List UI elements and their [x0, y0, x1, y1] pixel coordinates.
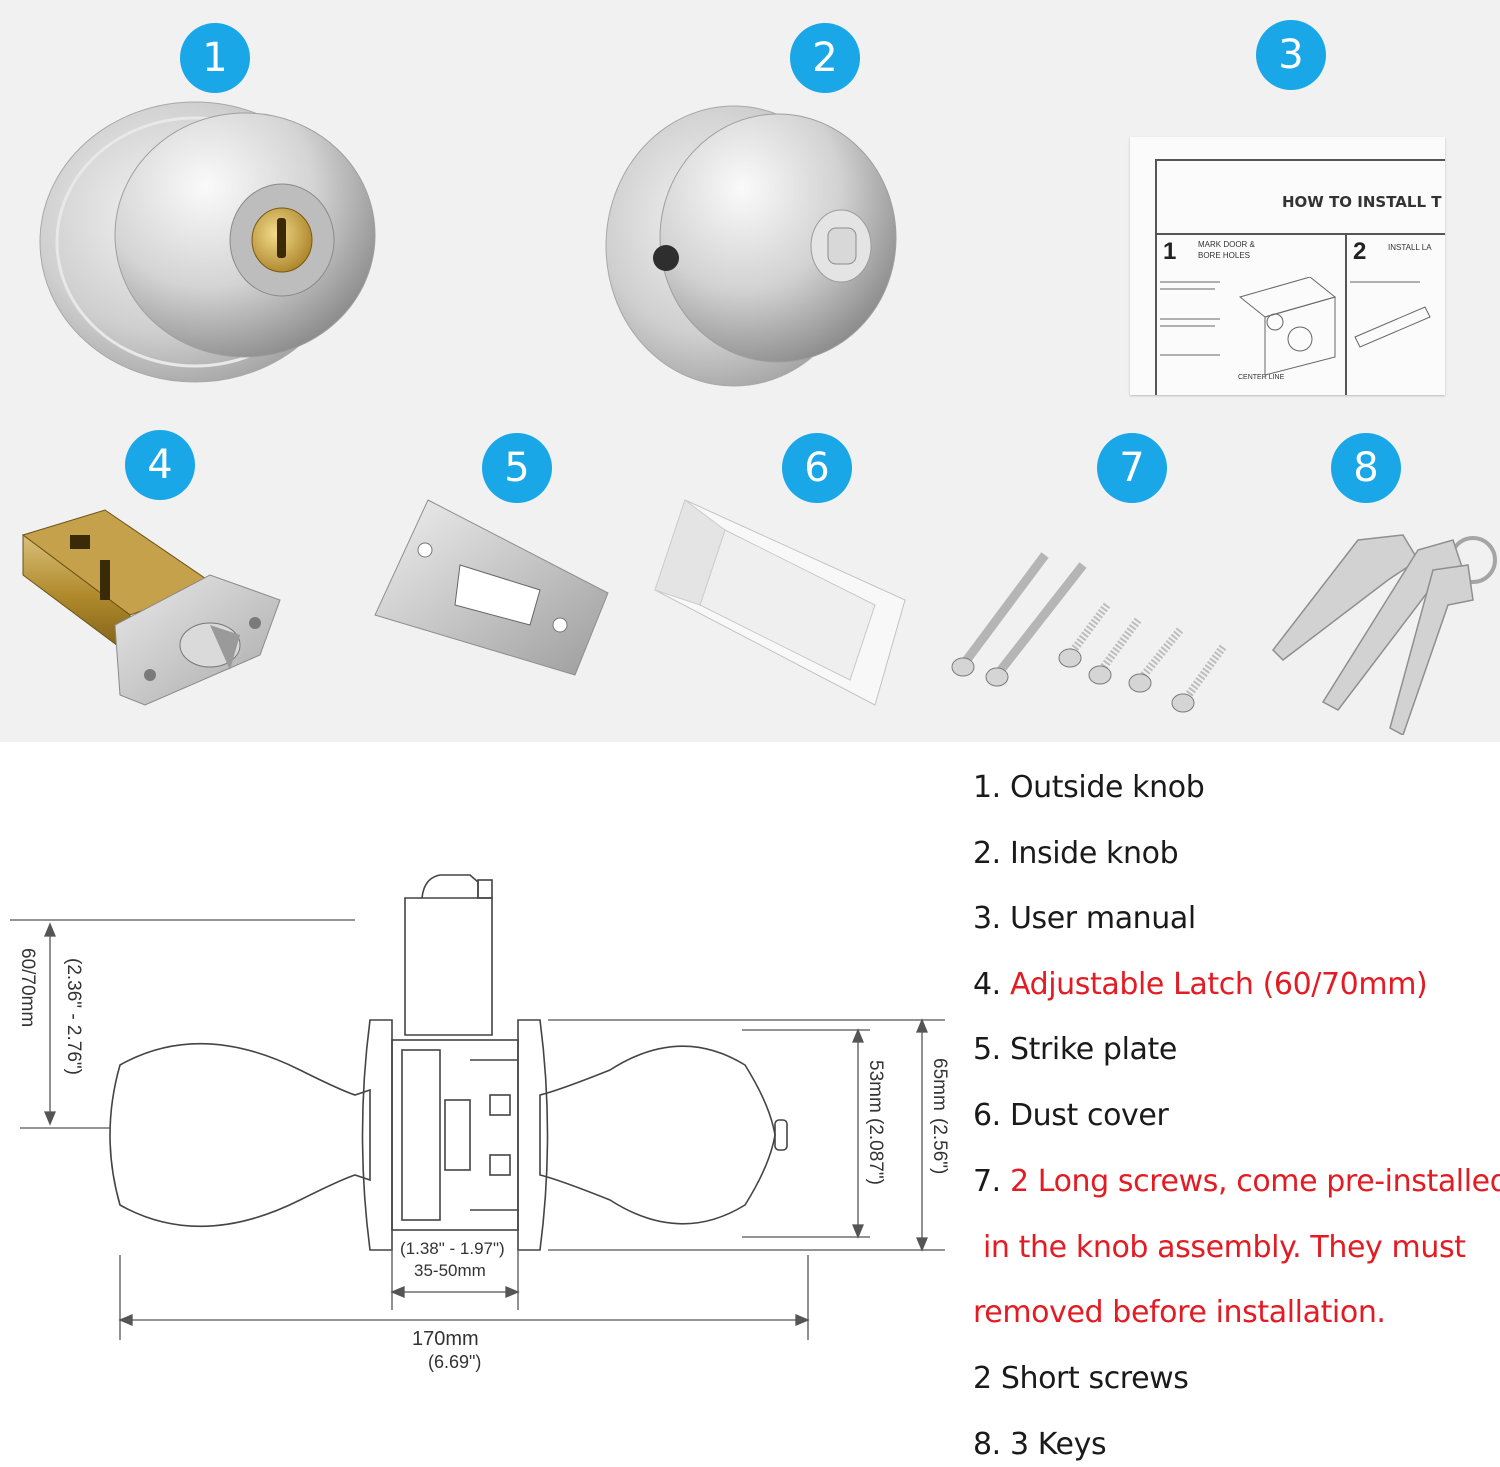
badge-5: 5	[482, 433, 552, 503]
parts-list-item-5: 5. Strike plate	[973, 1032, 1177, 1067]
parts-list-item-4-text: Adjustable Latch (60/70mm)	[1009, 967, 1428, 1002]
manual-step-1-title: MARK DOOR &	[1198, 240, 1255, 249]
right-knob	[539, 1045, 776, 1225]
parts-list-item-7-text: 2 Long screws, come pre-installed	[1009, 1164, 1500, 1199]
parts-list-item-7-line-2: in the knob assembly. They must	[983, 1230, 1466, 1265]
backset-in-label: (2.36" - 2.76")	[63, 958, 84, 1075]
badge-6: 6	[782, 433, 852, 503]
parts-list-item-4: 4. Adjustable Latch (60/70mm)	[973, 967, 1428, 1002]
inside-knob-image	[605, 105, 897, 387]
parts-list-item-7-number: 7.	[973, 1164, 1001, 1199]
parts-list-item-4-number: 4.	[973, 967, 1001, 1002]
parts-list-item-3: 3. User manual	[973, 901, 1196, 936]
right-rose	[517, 1019, 549, 1251]
left-rose	[361, 1019, 393, 1251]
length-in-label: (6.69")	[428, 1352, 481, 1372]
outside-knob-image	[39, 101, 376, 383]
door-in-label: (1.38" - 1.97")	[400, 1239, 505, 1258]
badge-1: 1	[180, 23, 250, 93]
manual-center-line-label: CENTER LINE	[1238, 374, 1285, 381]
door-mm-label: 35-50mm	[414, 1261, 486, 1280]
parts-list-item-7: 7. 2 Long screws, come pre-installed	[973, 1164, 1500, 1199]
badge-3: 3	[1256, 20, 1326, 90]
screws-image	[951, 552, 1227, 713]
backset-mm-label: 60/70mm	[17, 948, 38, 1027]
parts-list-short-screws: 2 Short screws	[973, 1361, 1189, 1396]
knob-in-label: (2.087")	[865, 1118, 886, 1185]
user-manual-image: HOW TO INSTALL T 1 MARK DOOR & BORE HOLE…	[1130, 137, 1445, 395]
parts-list-item-6: 6. Dust cover	[973, 1098, 1169, 1133]
badge-2: 2	[790, 23, 860, 93]
badge-4: 4	[125, 430, 195, 500]
manual-step-1-number: 1	[1163, 238, 1177, 265]
parts-list-item-8: 8. 3 Keys	[973, 1427, 1107, 1462]
dust-cover-image	[654, 499, 906, 706]
parts-list-item-1: 1. Outside knob	[973, 770, 1205, 805]
rose-in-label: (2.56")	[929, 1118, 950, 1174]
latch-bolt	[421, 874, 479, 899]
manual-title: HOW TO INSTALL T	[1282, 193, 1442, 211]
parts-list-item-7-line-3: removed before installation.	[973, 1295, 1386, 1330]
dimension-drawing: 60/70mm (2.36" - 2.76") (1.38" - 1.97") …	[10, 874, 950, 1372]
badge-8: 8	[1331, 433, 1401, 503]
manual-step-1-subtitle: BORE HOLES	[1198, 251, 1251, 260]
knob-mm-label: 53mm	[865, 1060, 886, 1113]
keys-image	[1272, 534, 1497, 735]
left-knob	[109, 1042, 371, 1228]
manual-step-2-title: INSTALL LA	[1388, 243, 1432, 252]
strike-plate-image	[374, 499, 609, 676]
manual-step-2-number: 2	[1353, 238, 1367, 265]
adjustable-latch-image	[21, 509, 281, 706]
length-mm-label: 170mm	[412, 1328, 479, 1350]
parts-list-item-2: 2. Inside knob	[973, 836, 1179, 871]
latch-housing	[404, 897, 493, 1036]
badge-7: 7	[1097, 433, 1167, 503]
rose-mm-label: 65mm	[929, 1058, 950, 1111]
